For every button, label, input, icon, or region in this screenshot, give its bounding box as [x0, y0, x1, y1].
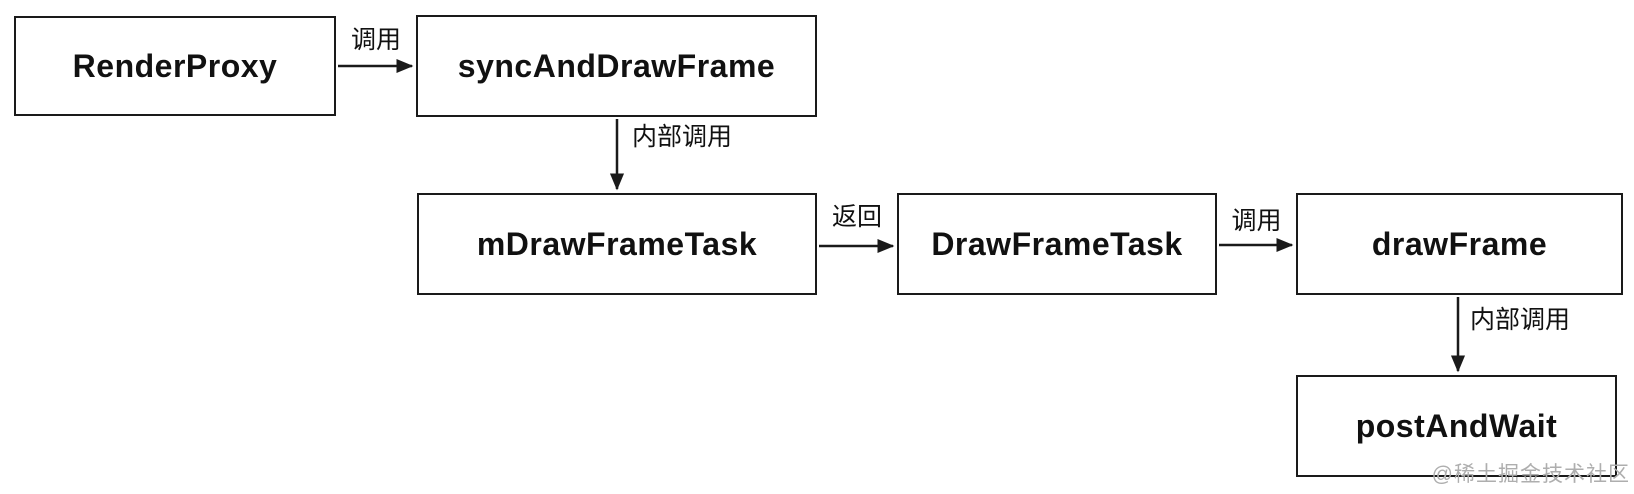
node-postandwait: postAndWait — [1296, 375, 1617, 477]
node-drawframe: drawFrame — [1296, 193, 1623, 295]
node-postandwait-label: postAndWait — [1355, 407, 1558, 444]
edge-label-internal-call-2: 内部调用 — [1470, 306, 1571, 334]
node-mdrawframetask-label: mDrawFrameTask — [476, 225, 758, 262]
node-renderproxy: RenderProxy — [14, 16, 336, 116]
node-syncanddrawframe-label: syncAndDrawFrame — [457, 47, 776, 84]
node-drawframetask: DrawFrameTask — [897, 193, 1217, 295]
node-renderproxy-label: RenderProxy — [72, 47, 278, 84]
node-drawframe-label: drawFrame — [1371, 225, 1548, 262]
edge-label-return: 返回 — [831, 203, 882, 231]
node-mdrawframetask: mDrawFrameTask — [417, 193, 817, 295]
edge-label-call-2: 调用 — [1231, 207, 1282, 235]
edge-label-internal-call-1: 内部调用 — [632, 123, 733, 151]
watermark: @稀土掘金技术社区 — [1431, 463, 1630, 486]
node-drawframetask-label: DrawFrameTask — [931, 225, 1183, 262]
edge-label-call-1: 调用 — [350, 26, 401, 54]
node-syncanddrawframe: syncAndDrawFrame — [416, 15, 817, 117]
